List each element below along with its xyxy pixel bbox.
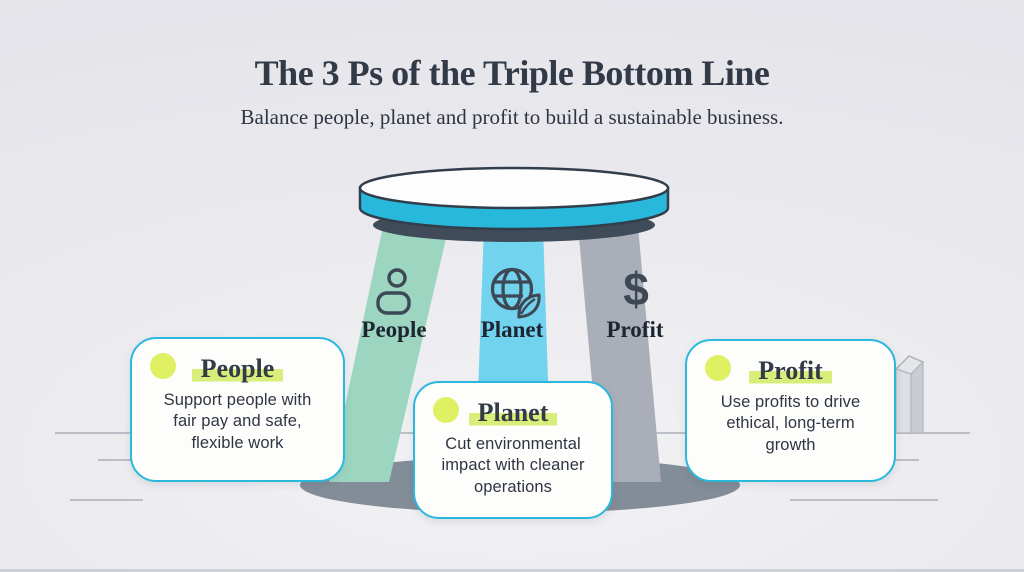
globe-leaf-icon [490,267,541,319]
page-subtitle: Balance people, planet and profit to bui… [240,105,784,129]
page-title: The 3 Ps of the Triple Bottom Line [254,53,770,93]
lime-dot [150,353,176,379]
lime-dot [433,397,459,423]
leg-label-people: People [361,317,427,342]
floor-line [893,459,919,461]
stool-leg-people [329,226,449,482]
leg-label-profit: Profit [606,317,664,342]
card-profit-title: Profit [687,356,894,386]
person-icon [376,268,411,315]
card-planet-title: Planet [415,398,611,428]
seat-top [358,166,670,210]
card-planet: Planet Cut environmental impact with cle… [413,381,613,519]
lime-dot [705,355,731,381]
leg-label-planet: Planet [480,317,544,342]
card-profit-body: Use profits to drive ethical, long-term … [720,393,861,454]
card-profit: Profit Use profits to drive ethical, lon… [685,339,896,482]
floor-line [98,459,135,461]
card-people-title: People [132,354,343,384]
card-people: People Support people with fair pay and … [130,337,345,482]
floor-line [70,499,143,501]
bottom-edge-shading [0,569,1024,572]
dollar-icon: $ [623,263,649,315]
card-people-body: Support people with fair pay and safe, f… [163,391,312,452]
floor-line [790,499,938,501]
card-planet-body: Cut environmental impact with cleaner op… [441,435,585,496]
